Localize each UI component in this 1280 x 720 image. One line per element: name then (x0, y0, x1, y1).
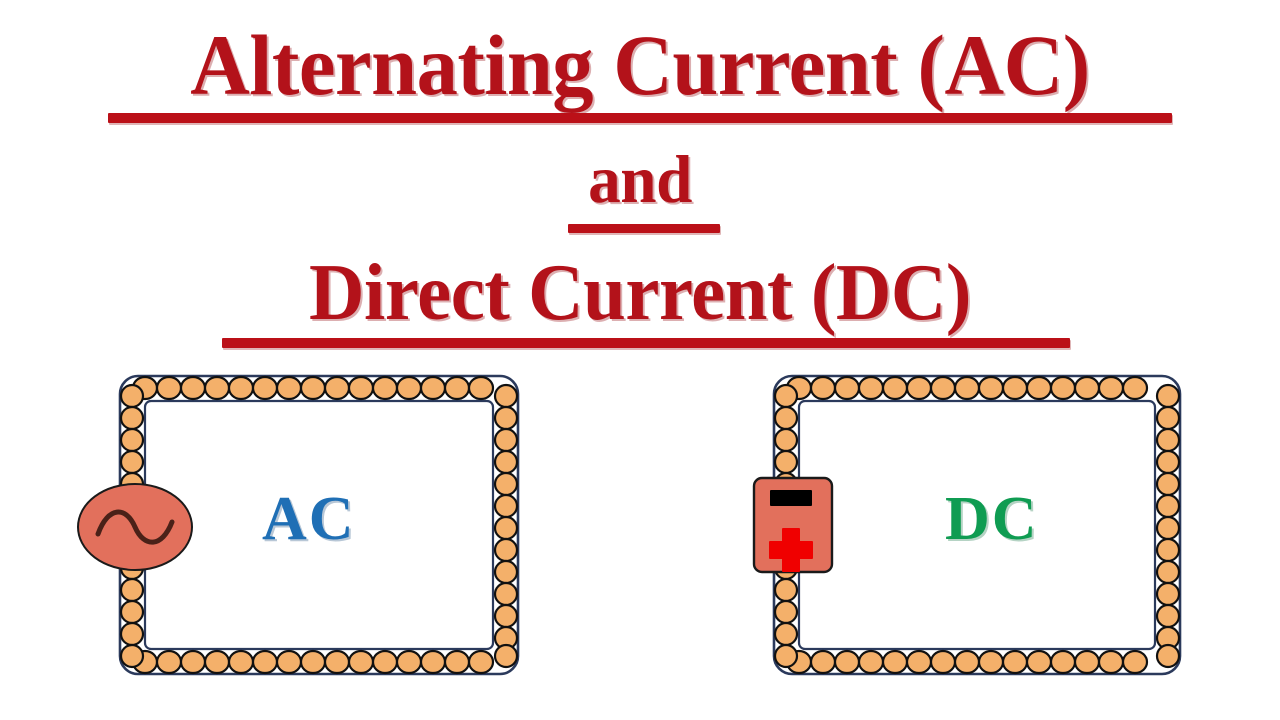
battery-negative-terminal (770, 490, 812, 506)
ac-source-symbol[interactable] (76, 482, 194, 572)
battery-symbol[interactable] (750, 472, 842, 578)
title-underline-3 (222, 338, 1070, 348)
title-line-direct-current: Direct Current (DC) (309, 249, 971, 337)
title-line-alternating-current: Alternating Current (AC) (190, 17, 1090, 113)
ac-circuit-label: AC (262, 485, 356, 553)
title-line-and: and (588, 141, 692, 217)
title-block: Alternating Current (AC) and Direct Curr… (108, 17, 1172, 348)
title-underline-2 (568, 224, 720, 233)
title-underline-1 (108, 113, 1172, 123)
dc-circuit-label: DC (945, 485, 1039, 553)
ac-circuit-diagram (112, 368, 532, 684)
battery-positive-terminal (769, 528, 813, 572)
